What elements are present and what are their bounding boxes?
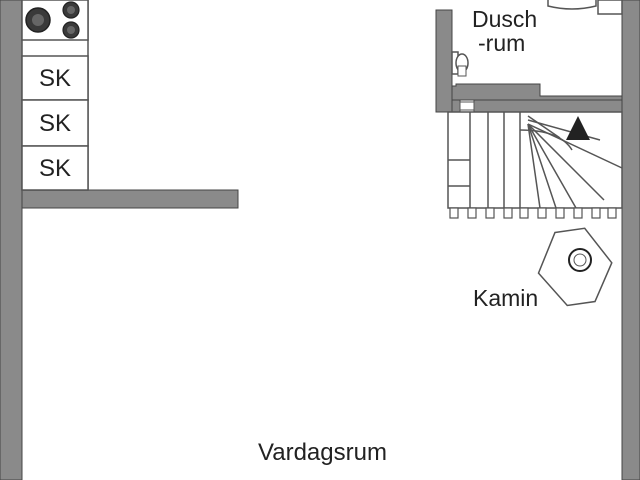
room-label-dusch-line1: Dusch [472,6,538,32]
stove-burners-icon [25,1,80,39]
stair-direction-arrow-icon [566,116,590,140]
left-outer-wall [0,0,23,480]
stair-balusters [449,207,617,219]
cabinet-box-1 [21,55,89,101]
cabinet-label-3: SK [38,155,71,182]
cabinet-label-2: SK [38,110,71,137]
room-label-dusch-line2: -rum [478,30,526,56]
shower-room-left-wall [435,9,453,113]
shower-room-bottom-wall-left [451,99,461,113]
kitchen-partition-wall [21,189,239,209]
cabinet-box-3 [21,145,89,191]
staircase [447,111,623,209]
cabinet-label-1: SK [38,65,71,92]
room-label-vardagsrum: Vardagsrum [258,439,387,466]
shower-cabinet [597,0,623,15]
shower-room-bottom-wall-right [473,99,623,113]
fireplace-icon [537,227,613,307]
shower-fixture [547,0,597,10]
room-label-kamin: Kamin [473,285,539,311]
right-outer-wall [621,0,640,480]
toilet-icon [451,51,469,77]
shower-door-jamb [459,101,475,111]
